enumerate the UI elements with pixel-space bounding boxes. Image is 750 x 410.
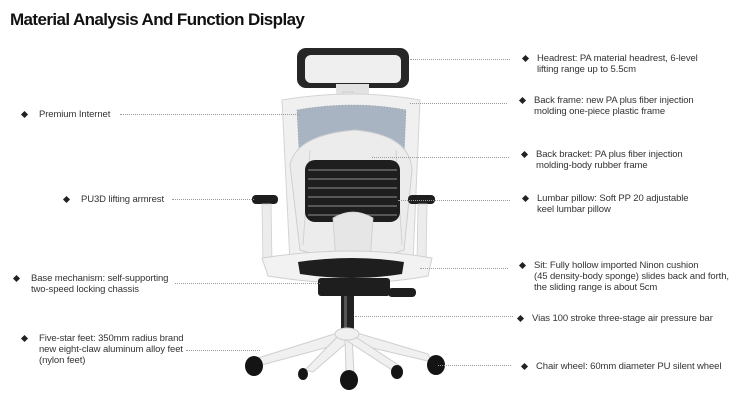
leader-line xyxy=(438,365,511,366)
leader-line xyxy=(355,316,513,317)
leader-line xyxy=(175,283,320,284)
label-headrest: Headrest: PA material headrest, 6-level … xyxy=(521,53,698,75)
diamond-bullet-icon xyxy=(521,54,530,63)
diamond-bullet-icon xyxy=(520,362,529,371)
lumbar-pillow xyxy=(305,160,400,263)
diamond-bullet-icon xyxy=(518,96,527,105)
label-armrest: PU3D lifting armrest xyxy=(62,194,164,205)
page-title: Material Analysis And Function Display xyxy=(10,10,305,29)
leader-line xyxy=(186,350,260,351)
diamond-bullet-icon xyxy=(518,261,527,270)
diamond-bullet-icon xyxy=(62,195,71,204)
label-premium-internet: Premium Internet xyxy=(20,109,110,120)
armrests xyxy=(252,195,435,263)
seat xyxy=(261,250,433,284)
leader-line xyxy=(420,268,508,269)
diamond-bullet-icon xyxy=(20,110,29,119)
leader-line xyxy=(410,59,510,60)
five-star-base xyxy=(257,327,433,375)
leader-line xyxy=(410,103,507,104)
diamond-bullet-icon xyxy=(12,274,21,283)
air-pressure-bar xyxy=(341,296,354,330)
leader-line xyxy=(372,157,509,158)
diamond-bullet-icon xyxy=(20,334,29,343)
label-back-bracket: Back bracket: PA plus fiber injection mo… xyxy=(520,149,683,171)
diamond-bullet-icon xyxy=(521,194,530,203)
diamond-bullet-icon xyxy=(520,150,529,159)
leader-line xyxy=(172,199,254,200)
headrest xyxy=(297,48,409,129)
label-five-star-feet: Five-star feet: 350mm radius brand new e… xyxy=(20,333,184,366)
label-chair-wheel: Chair wheel: 60mm diameter PU silent whe… xyxy=(520,361,721,372)
leader-line xyxy=(398,200,510,201)
label-seat: Sit: Fully hollow imported Ninon cushion… xyxy=(518,260,729,293)
leader-line xyxy=(120,114,300,115)
label-base-mechanism: Base mechanism: self-supporting two-spee… xyxy=(12,273,168,295)
label-lumbar-pillow: Lumbar pillow: Soft PP 20 adjustable kee… xyxy=(521,193,689,215)
chair-wheels xyxy=(245,355,445,390)
base-mechanism xyxy=(318,278,416,297)
diamond-bullet-icon xyxy=(516,314,525,323)
label-back-frame: Back frame: new PA plus fiber injection … xyxy=(518,95,694,117)
label-air-pressure-bar: Vias 100 stroke three-stage air pressure… xyxy=(516,313,713,324)
